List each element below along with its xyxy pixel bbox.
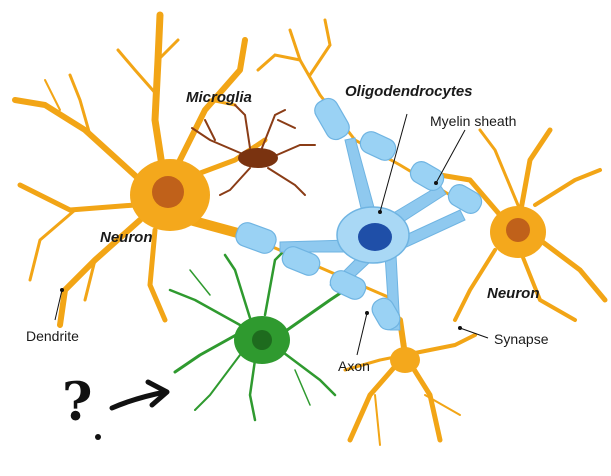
label-dendrite: Dendrite [26, 328, 79, 344]
neuron-bottom-cell [343, 317, 477, 446]
label-leaders [54, 113, 489, 356]
microglia-body [238, 148, 278, 168]
myelin-segments [235, 97, 483, 331]
label-neuron-right: Neuron [487, 285, 540, 302]
neuron-right-cell [437, 127, 608, 322]
oligodendrocyte-nucleus [358, 223, 392, 251]
label-neuron-left: Neuron [100, 229, 153, 246]
hand-drawn-arrow-icon [109, 379, 170, 411]
question-mark: ? [62, 372, 92, 433]
label-synapse: Synapse [494, 331, 549, 347]
label-dots [60, 181, 462, 330]
neuron-right-nucleus [506, 218, 530, 242]
neuron-bottom-soma [390, 347, 420, 373]
neuron-left-cell [12, 11, 268, 328]
unknown-cell-nucleus [252, 330, 272, 350]
neuron-left-nucleus [152, 176, 184, 208]
label-oligodendrocytes: Oligodendrocytes [345, 83, 473, 100]
neuron-top-dendrites [256, 18, 332, 97]
microglia-cell [191, 104, 316, 196]
label-myelin-sheath: Myelin sheath [430, 113, 516, 129]
question-mark-dot [95, 434, 101, 440]
label-axon: Axon [338, 358, 370, 374]
label-microglia: Microglia [186, 89, 252, 106]
